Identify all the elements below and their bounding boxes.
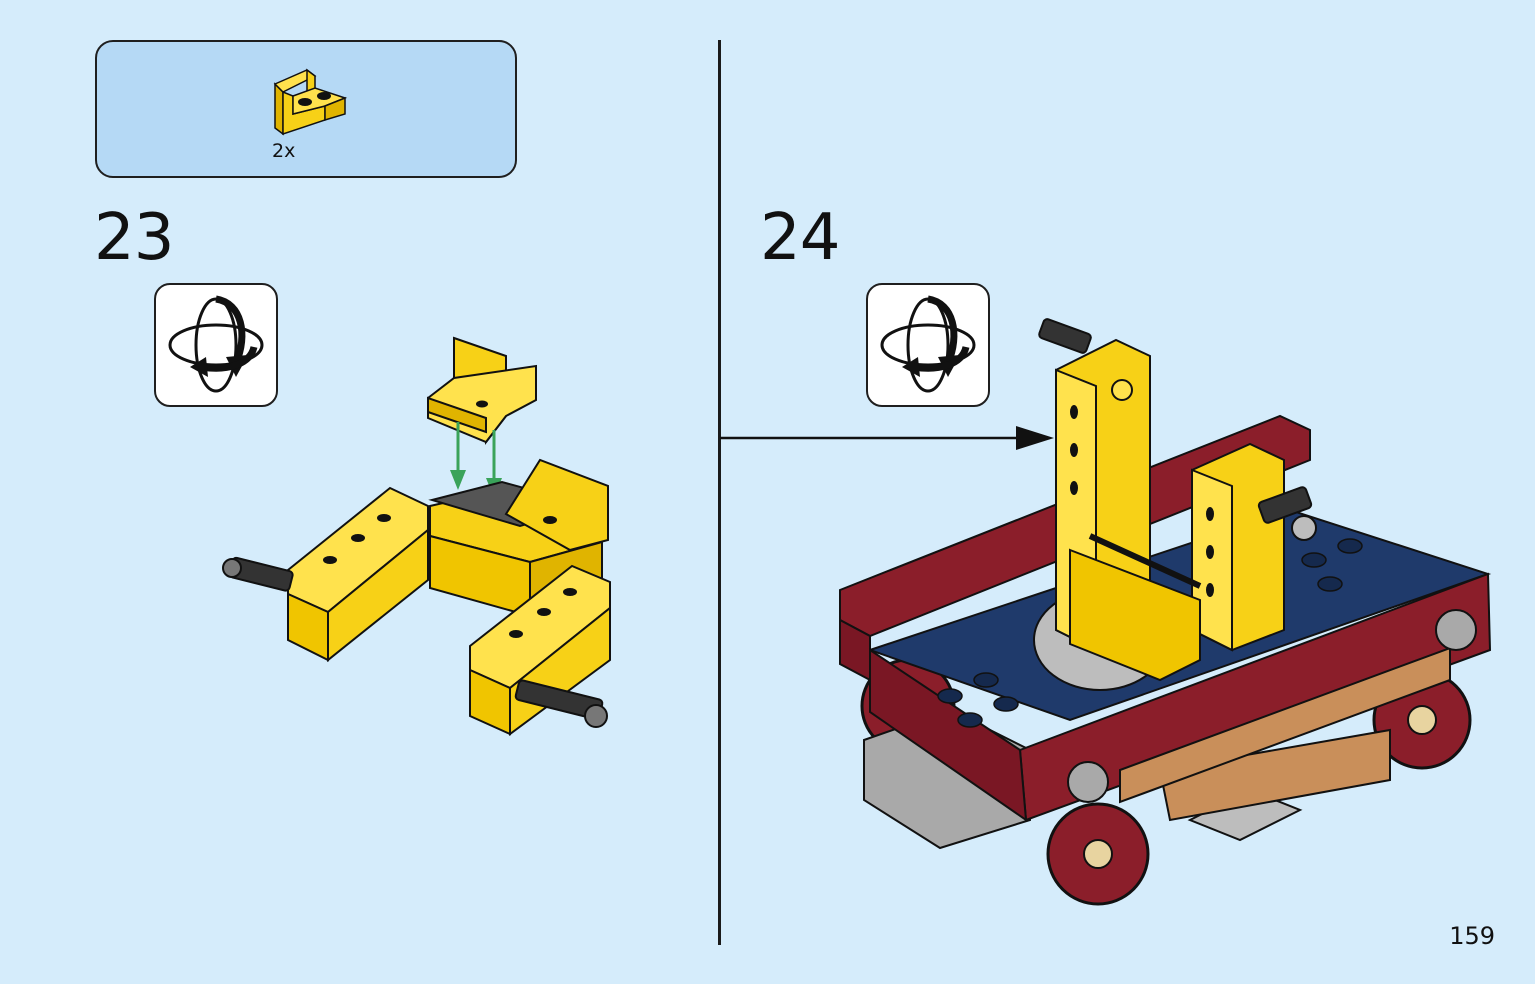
step-24-assembly bbox=[839, 318, 1492, 906]
rotate-instruction-box-23 bbox=[154, 283, 278, 407]
yellow-bracket-brick-icon bbox=[273, 68, 348, 136]
part-quantity: 2x bbox=[272, 140, 296, 162]
page-number: 159 bbox=[1449, 922, 1495, 950]
step-number-24: 24 bbox=[760, 201, 840, 275]
axle-pins bbox=[222, 556, 608, 728]
step-divider bbox=[718, 40, 721, 945]
yellow-bracket-brick bbox=[427, 336, 537, 445]
yellow-crane-assembly bbox=[1038, 318, 1317, 682]
sub-assembly-arrow bbox=[720, 426, 1054, 450]
rotate-instruction-box-24 bbox=[866, 283, 990, 407]
step-number-23: 23 bbox=[94, 201, 174, 275]
parts-list-box: 2x bbox=[95, 40, 517, 178]
rotate-model-icon bbox=[880, 295, 976, 393]
rotate-model-icon bbox=[168, 295, 264, 393]
yellow-chassis bbox=[287, 458, 611, 736]
step-23-assembly bbox=[222, 336, 611, 736]
